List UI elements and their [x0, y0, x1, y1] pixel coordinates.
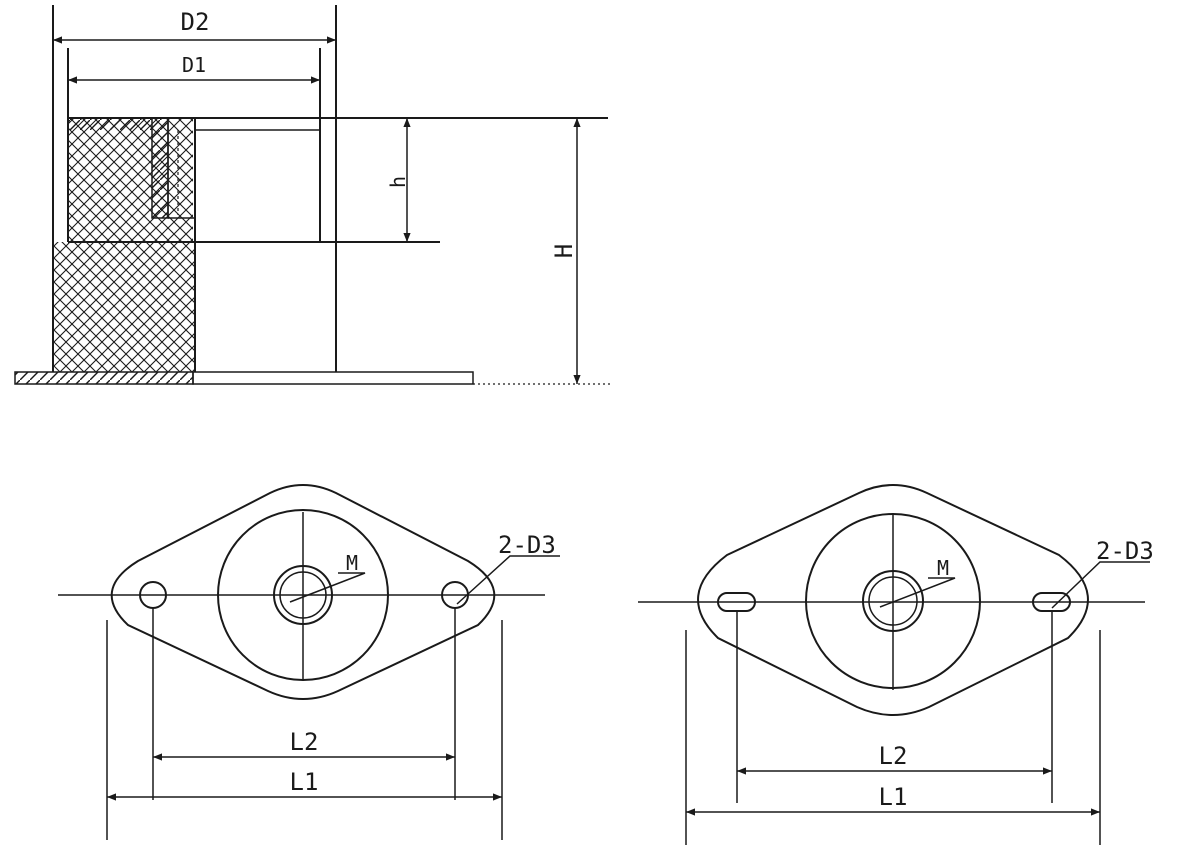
- label-thread-m-slotted: M: [937, 556, 949, 580]
- label-l1-slotted: L1: [879, 783, 908, 811]
- flange-outline-slotted: [697, 484, 1089, 716]
- label-l2-slotted: L2: [879, 742, 908, 770]
- top-cap-hatch: [68, 118, 152, 130]
- metal-sleeve: [151, 117, 169, 219]
- label-l1: L1: [290, 768, 319, 796]
- flange-outline: [110, 484, 496, 700]
- base-plate: [192, 371, 474, 385]
- label-d1: D1: [182, 53, 206, 77]
- label-d2: D2: [181, 8, 210, 36]
- plan-view-round-holes: M 2-D3 L2 L1: [58, 484, 560, 840]
- rubber-lower-hatch: [53, 242, 195, 372]
- base-plate-hatch: [14, 371, 194, 385]
- label-thread-m: M: [346, 551, 358, 575]
- label-l2: L2: [290, 728, 319, 756]
- label-holes-d3: 2-D3: [498, 531, 556, 559]
- label-h-small: h: [386, 176, 410, 188]
- plan-view-slotted-holes: M 2-D3 L2 L1: [638, 484, 1154, 845]
- section-view: D2 D1 h H: [14, 5, 610, 385]
- rubber-upper-hatch: [68, 118, 193, 242]
- label-holes-d3-slotted: 2-D3: [1096, 537, 1154, 565]
- label-h-big: H: [550, 244, 578, 258]
